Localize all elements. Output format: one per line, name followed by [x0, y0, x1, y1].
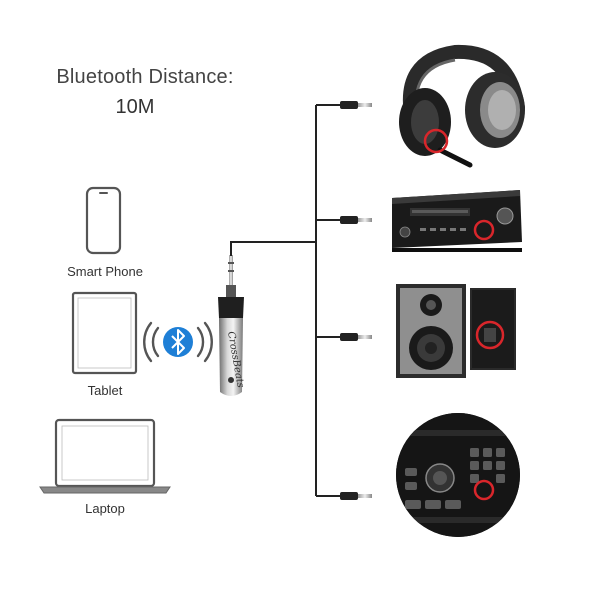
laptop-label: Laptop: [85, 501, 125, 516]
av-receiver-port-highlight: [473, 219, 495, 241]
tablet-icon: [71, 291, 138, 375]
smart-phone-label: Smart Phone: [67, 264, 143, 279]
jack-speakers: [316, 333, 372, 341]
headphones-image: [399, 44, 525, 168]
distance-value: 10M: [115, 96, 155, 118]
car-stereo-image: [396, 413, 520, 537]
headphones-port-highlight: [423, 128, 449, 154]
audio-jack-branches: [316, 101, 372, 500]
jack-av-receiver: [316, 216, 372, 224]
laptop-icon: [39, 418, 171, 494]
bluetooth-receiver: CrossBeats: [218, 255, 246, 396]
tablet-label: Tablet: [87, 383, 123, 398]
speakers-image: [396, 284, 516, 378]
distance-title: Bluetooth Distance:: [56, 66, 234, 88]
speakers-port-highlight: [475, 320, 505, 350]
jack-headphones: [316, 101, 372, 109]
jack-car-stereo: [316, 492, 372, 500]
av-receiver-image: [392, 190, 522, 252]
car-stereo-port-highlight: [473, 479, 495, 501]
smart-phone-icon: [85, 186, 122, 255]
bluetooth-icon: [143, 321, 213, 363]
